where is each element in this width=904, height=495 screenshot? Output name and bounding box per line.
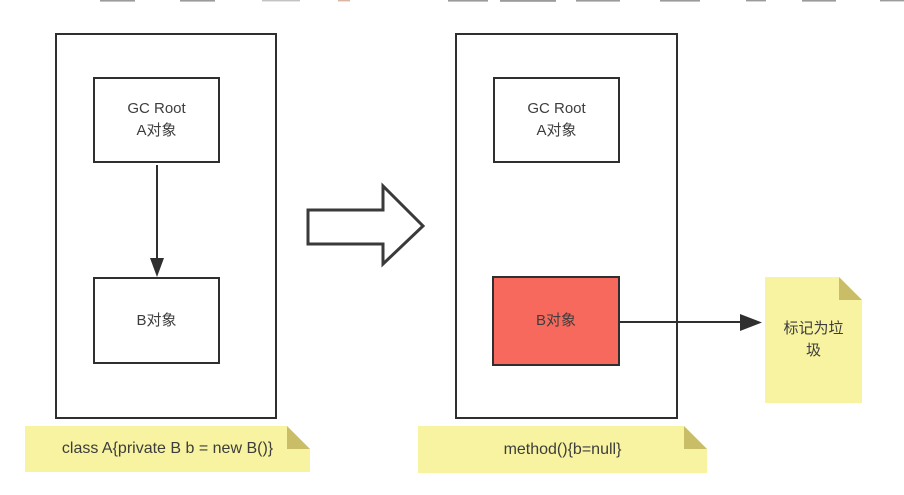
note-fold-corner-icon <box>839 277 862 300</box>
note-text: class A{private B b = new B()} <box>61 440 274 457</box>
b-object-label: B对象 <box>136 311 177 329</box>
note-body: method(){b=null} <box>418 426 707 473</box>
note-class-a-code: class A{private B b = new B()} <box>25 426 310 472</box>
note-body: 标记为垃圾 <box>765 277 862 403</box>
gc-root-a-box-before: GC Root A对象 <box>93 77 220 163</box>
note-marked-as-garbage: 标记为垃圾 <box>765 277 862 403</box>
note-text: method(){b=null} <box>503 440 622 458</box>
b-object-box-garbage: B对象 <box>492 276 620 366</box>
gc-root-label-line2: A对象 <box>536 122 577 139</box>
gc-root-label-line1: GC Root <box>527 100 586 118</box>
note-body: class A{private B b = new B()} <box>25 426 310 472</box>
note-fold-corner-icon <box>684 426 707 449</box>
gc-root-label-line1: GC Root <box>127 100 186 118</box>
right-arrow-icon <box>306 182 426 268</box>
note-method-code: method(){b=null} <box>418 426 707 473</box>
note-text: 标记为垃圾 <box>783 319 844 359</box>
b-object-label: B对象 <box>535 312 576 330</box>
gc-root-a-box-after: GC Root A对象 <box>493 77 620 163</box>
note-fold-corner-icon <box>287 426 310 449</box>
b-object-box-before: B对象 <box>93 277 220 364</box>
gc-root-label-line2: A对象 <box>136 122 177 139</box>
